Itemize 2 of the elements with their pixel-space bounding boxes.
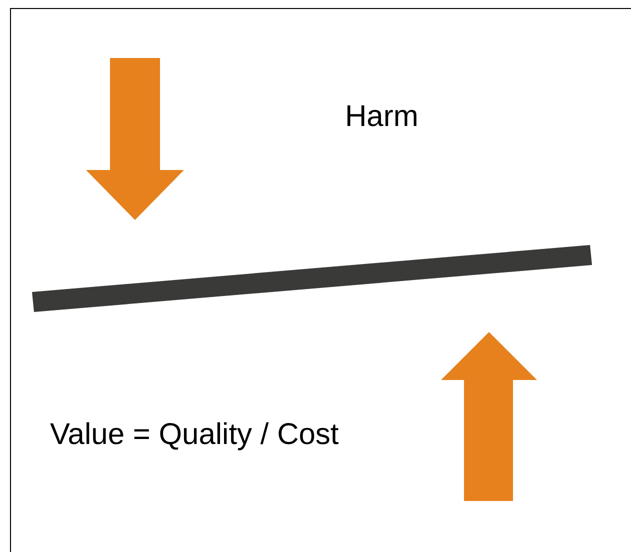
label-text: Value = Quality / Cost <box>50 420 339 450</box>
label-text: Harm <box>345 102 418 132</box>
